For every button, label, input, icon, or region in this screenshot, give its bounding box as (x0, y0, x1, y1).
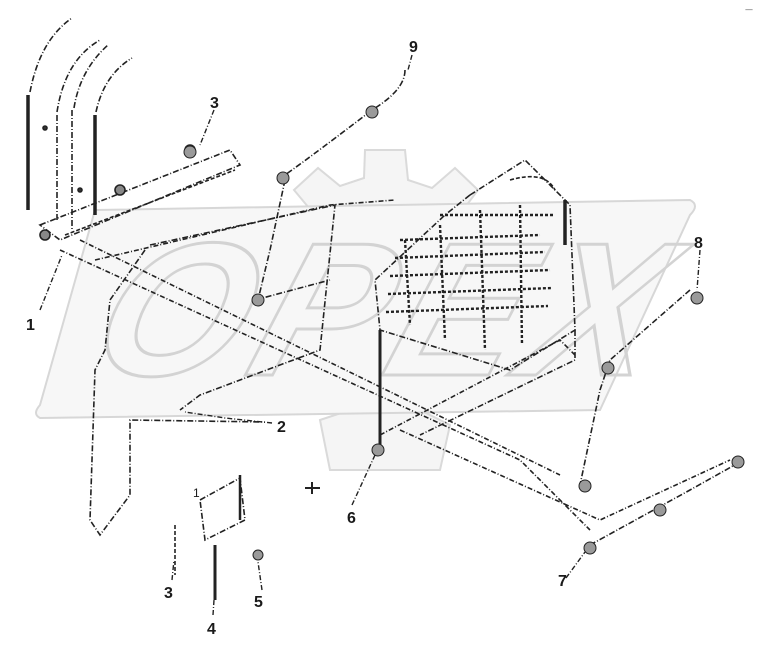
fitting-c (601, 361, 615, 375)
frame-beam-right2 (399, 429, 731, 521)
fitting-3 (183, 145, 197, 159)
corner-mark: — (745, 5, 753, 14)
watermark-banner (35, 198, 696, 420)
watermark-text: OPEX (71, 204, 708, 415)
callout-3-top: 3 (210, 95, 219, 112)
callout-1-small: 1 (193, 486, 200, 500)
frame-beam-right (379, 339, 576, 436)
callout-5: 5 (254, 594, 263, 611)
fitting-d (578, 479, 592, 493)
small-bracket (174, 475, 320, 600)
fitting-9 (365, 105, 379, 119)
frame-beam-upper (94, 199, 396, 261)
callout-2: 2 (277, 419, 286, 436)
heater-coils (385, 204, 555, 351)
watermark-logo: OPEX (35, 149, 709, 471)
vertical-rods (26, 17, 133, 230)
callout-4: 4 (207, 621, 216, 638)
fitting-8 (690, 291, 704, 305)
heater-grid-block (374, 158, 576, 445)
callout-6: 6 (347, 510, 356, 527)
fitting-f (731, 455, 745, 469)
callout-1-left: 1 (26, 317, 35, 334)
fitting-5 (252, 549, 264, 561)
callout-8: 8 (694, 235, 703, 252)
fitting-a (276, 171, 290, 185)
callout-3-bottom: 3 (164, 585, 173, 602)
callout-9-top: 9 (409, 39, 418, 56)
fitting-e (653, 503, 667, 517)
leader-lines (39, 54, 701, 616)
fitting-7 (583, 541, 597, 555)
fitting-b (251, 293, 265, 307)
callout-labels: 1 2 3 9 8 6 7 3 4 5 1 (26, 39, 703, 638)
fitting-6 (371, 443, 385, 457)
fittings (183, 105, 745, 561)
callout-7: 7 (558, 573, 567, 590)
main-frame (59, 199, 731, 531)
frame-beam-long (59, 249, 591, 531)
left-side-panel (89, 203, 336, 537)
frame-beam-mid (79, 239, 561, 476)
